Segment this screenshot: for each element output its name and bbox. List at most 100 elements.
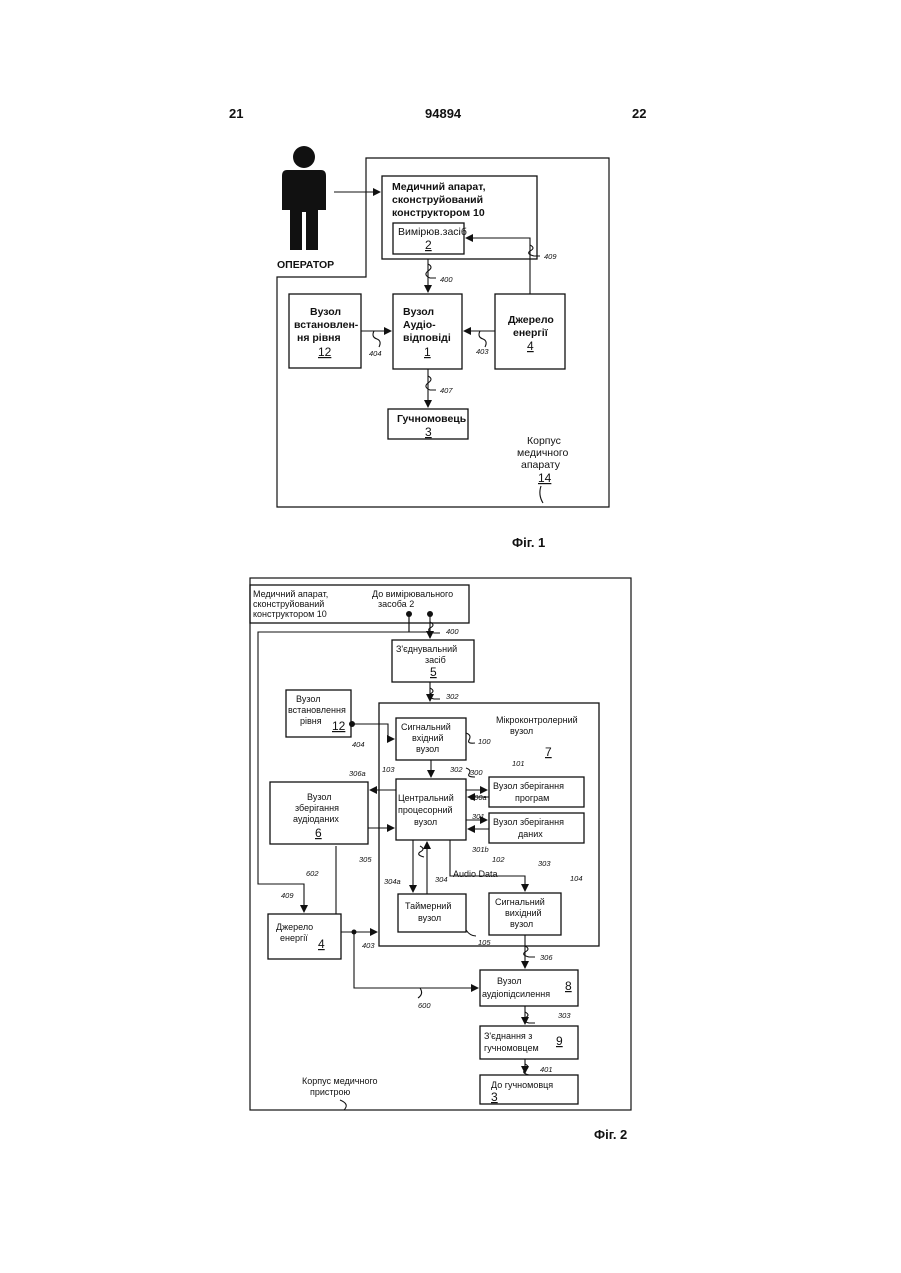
level-line1: Вузол — [310, 306, 341, 318]
ref-104: 104 — [570, 874, 583, 883]
ref-105: 105 — [478, 938, 491, 947]
housing-line1: Корпус — [527, 435, 561, 447]
cpu-line3: вузол — [414, 817, 437, 827]
ref-squiggle — [419, 846, 424, 857]
ref-303: 303 — [538, 859, 551, 868]
housing-line2: медичного — [517, 447, 569, 459]
housing-leader — [540, 486, 543, 503]
operator-icon — [282, 146, 326, 250]
ref-301: 301 — [472, 812, 485, 821]
wire-404 — [351, 724, 394, 739]
ref-306: 306 — [540, 953, 553, 962]
ref-squiggle — [418, 988, 422, 998]
wire-400 — [409, 614, 430, 638]
ref-100: 100 — [478, 737, 491, 746]
sigin-line3: вузол — [416, 744, 439, 754]
device-line2: сконструйований — [253, 599, 324, 609]
ref-303b: 303 — [558, 1011, 571, 1020]
ref-squiggle — [426, 376, 436, 390]
ref-409: 409 — [281, 891, 294, 900]
ref-squiggle — [479, 331, 486, 347]
ref-304: 304 — [435, 875, 448, 884]
speaker-label: Гучномовець — [397, 413, 467, 425]
meas-label: Вимірюв.засіб — [398, 226, 467, 238]
audiomem-line1: Вузол — [307, 792, 332, 802]
power-num: 4 — [527, 339, 534, 353]
housing-leader — [340, 1100, 346, 1110]
ref-300a: 300a — [470, 793, 487, 802]
ref-squiggle — [426, 264, 436, 278]
amplifier-box — [480, 970, 578, 1006]
ref-305: 305 — [359, 855, 372, 864]
ref-306a: 306a — [349, 769, 366, 778]
ref-squiggle — [373, 331, 380, 347]
ref-301b: 301b — [472, 845, 489, 854]
device-line3: конструктором 10 — [392, 207, 485, 219]
to-meas-line2: засоба 2 — [378, 599, 414, 609]
amp-line1: Вузол — [497, 976, 522, 986]
ref-409: 409 — [544, 252, 557, 261]
ref-squiggle — [466, 930, 476, 936]
spkconn-line1: З'єднання з — [484, 1031, 532, 1041]
ref-302b: 302 — [450, 765, 463, 774]
link-409 — [466, 238, 530, 294]
connector-num: 5 — [430, 665, 437, 679]
audio-line3: відповіді — [403, 332, 451, 344]
device-line3: конструктором 10 — [253, 609, 327, 619]
timer-line1: Таймерний — [405, 901, 451, 911]
audiomem-num: 6 — [315, 826, 322, 840]
sigout-line2: вихідний — [505, 908, 542, 918]
datamem-line2: даних — [518, 829, 543, 839]
progmem-line1: Вузол зберігання — [493, 781, 564, 791]
progmem-line2: програм — [515, 793, 549, 803]
ref-600: 600 — [418, 1001, 431, 1010]
ref-300: 300 — [470, 768, 483, 777]
figure-1: ОПЕРАТОР Медичний апарат, сконструйовани… — [277, 146, 609, 550]
fig1-caption: Фіг. 1 — [512, 535, 545, 550]
meas-num: 2 — [425, 238, 432, 252]
ref-101: 101 — [512, 759, 525, 768]
ref-401: 401 — [540, 1065, 553, 1074]
cpu-line1: Центральний — [398, 793, 454, 803]
amp-line2: аудіопідсилення — [482, 989, 550, 999]
power-line2: енергії — [513, 327, 549, 339]
housing-line3: апарату — [521, 459, 561, 471]
sigout-line1: Сигнальний — [495, 897, 545, 907]
ref-403: 403 — [476, 347, 489, 356]
ref-407: 407 — [440, 386, 453, 395]
ref-403: 403 — [362, 941, 375, 950]
ref-404: 404 — [369, 349, 382, 358]
spkconn-num: 9 — [556, 1034, 563, 1048]
ref-400: 400 — [440, 275, 453, 284]
level-line2: встановлен- — [294, 319, 359, 331]
audio-data-label: Audio Data — [453, 869, 498, 879]
sigin-line1: Сигнальний — [401, 722, 451, 732]
level-line1: Вузол — [296, 694, 321, 704]
mcu-line1: Мікроконтролерний — [496, 715, 578, 725]
timer-line2: вузол — [418, 913, 441, 923]
amp-num: 8 — [565, 979, 572, 993]
level-line3: ня рівня — [297, 332, 341, 344]
speaker-num: 3 — [425, 425, 432, 439]
device-line1: Медичний апарат, — [253, 589, 328, 599]
audio-line1: Вузол — [403, 306, 434, 318]
wire-409 — [258, 614, 409, 912]
tospk-label: До гучномовця — [491, 1080, 553, 1090]
level-line2: встановлення — [288, 705, 346, 715]
mcu-line2: вузол — [510, 726, 533, 736]
junction-dot — [349, 721, 355, 727]
ref-squiggle — [466, 733, 475, 743]
ref-103: 103 — [382, 765, 395, 774]
connector-line1: З'єднувальний — [396, 644, 457, 654]
ref-404: 404 — [352, 740, 365, 749]
spkconn-line2: гучномовцем — [484, 1043, 539, 1053]
tospk-num: 3 — [491, 1090, 498, 1104]
sigin-line2: вхідний — [412, 733, 444, 743]
power-num: 4 — [318, 937, 325, 951]
level-num: 12 — [332, 719, 346, 733]
datamem-line1: Вузол зберігання — [493, 817, 564, 827]
sigout-line3: вузол — [510, 919, 533, 929]
level-line3: рівня — [300, 716, 322, 726]
audio-line2: Аудіо- — [403, 319, 436, 331]
